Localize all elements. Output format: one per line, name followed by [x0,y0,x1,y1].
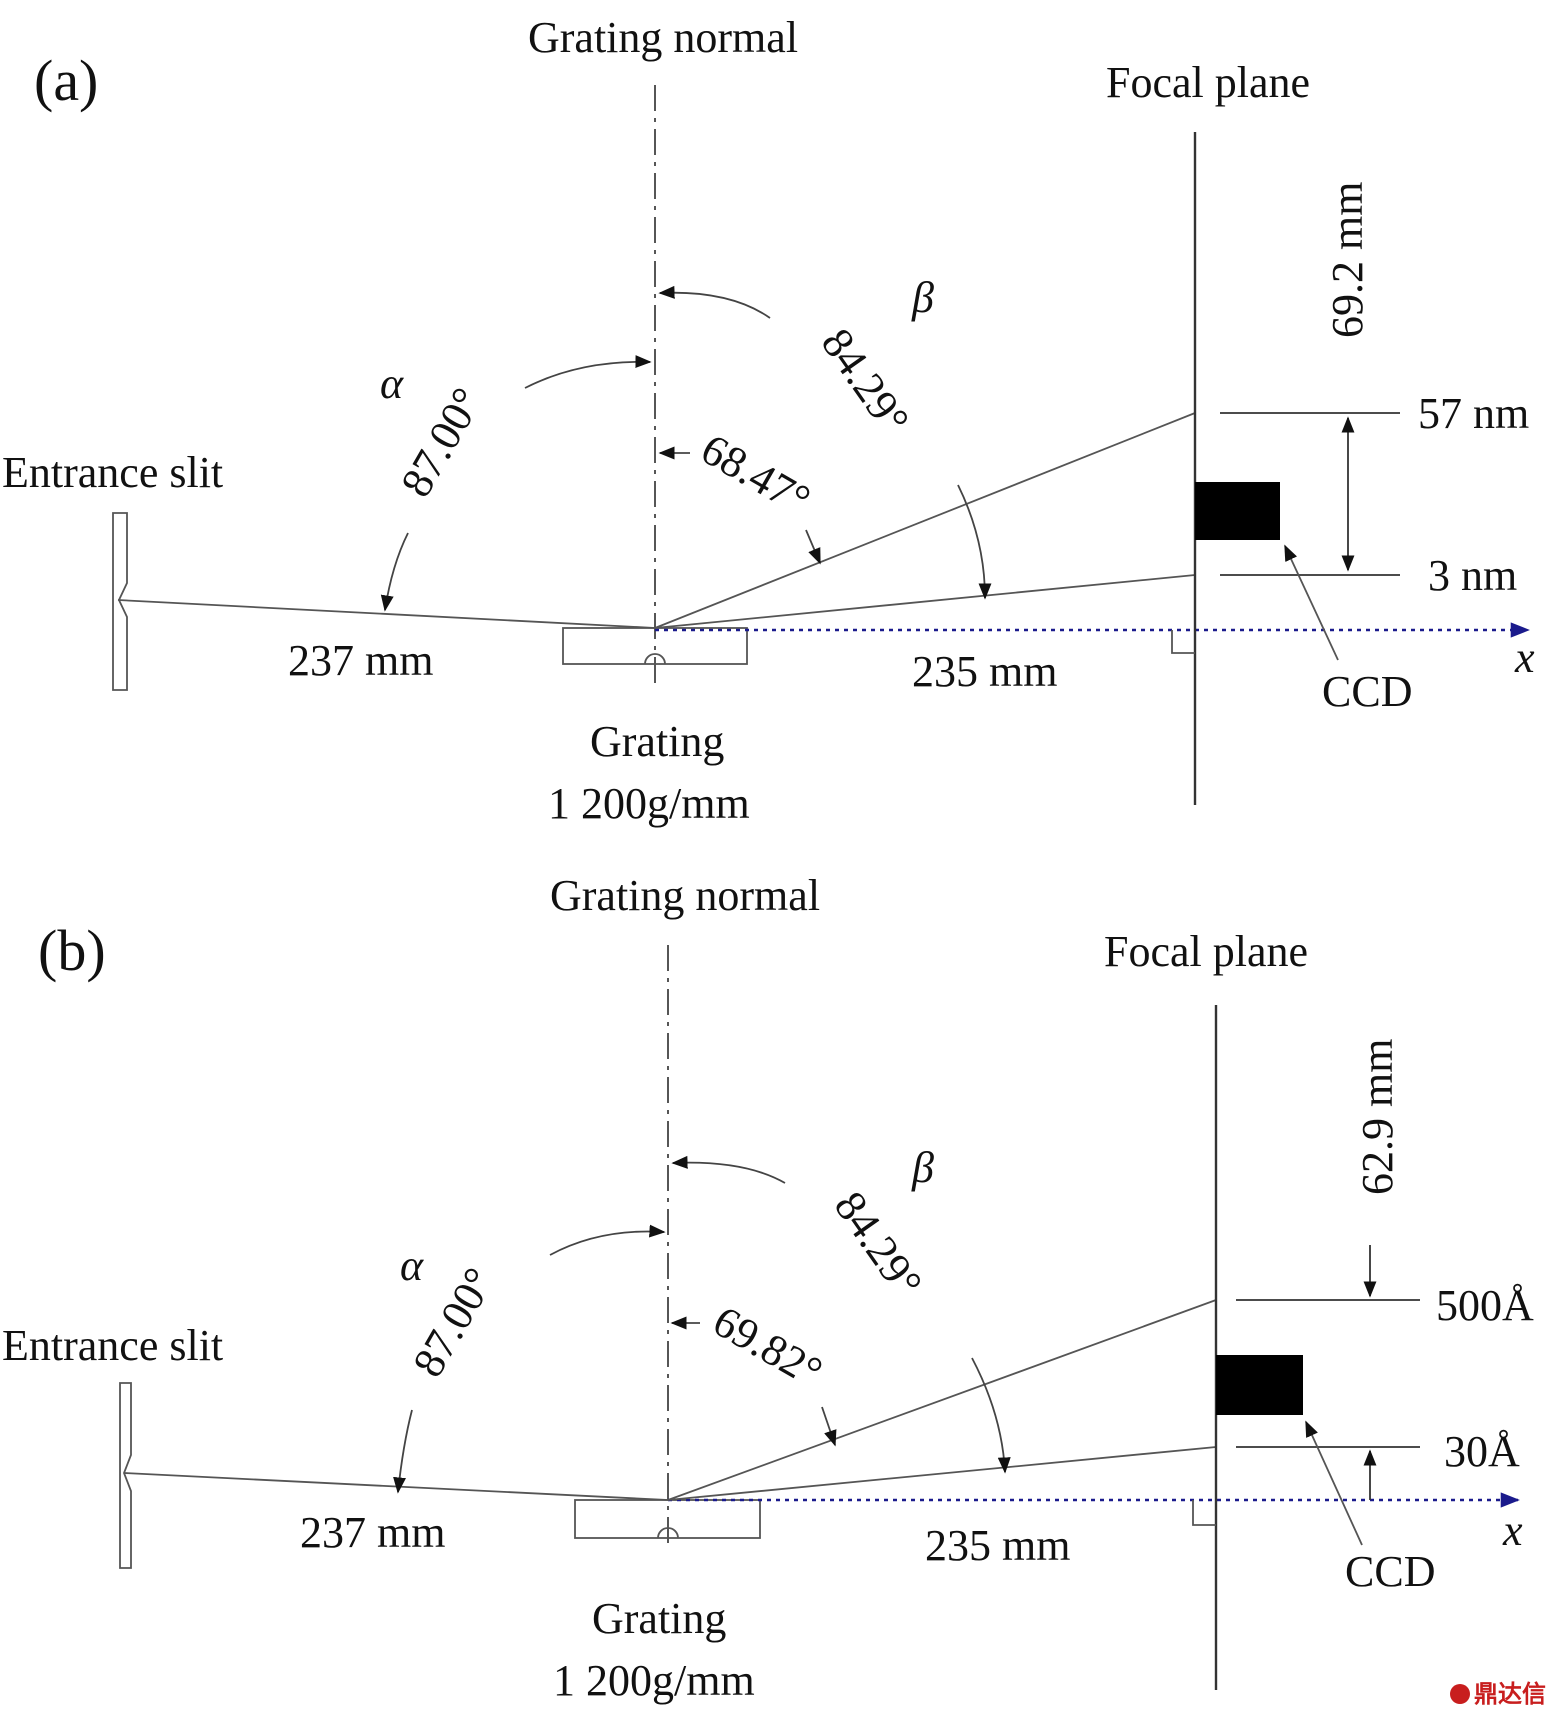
panel-b-ray-lower [667,1446,1217,1501]
panel-b: (b) Grating normal Focal plane Entrance … [2,871,1534,1705]
panel-a-alpha-arc [524,355,652,389]
panel-b-upper-wavelength: 500Å [1436,1281,1534,1330]
panel-a-ray-upper [654,412,1196,629]
panel-a-alpha-value: 87.00° [391,380,492,505]
panel-b-inner-angle-tick-lower [821,1406,837,1447]
panel-b-lower-wavelength: 30Å [1444,1427,1520,1476]
panel-a-incident-ray [117,599,656,629]
panel-a-grating-label: Grating [590,717,724,766]
panel-b-ccd-label: CCD [1345,1547,1435,1596]
panel-a-inner-angle-tick-lower [805,529,821,565]
panel-a-plane-height: 69.2 mm [1323,182,1372,338]
panel-b-grating [574,1499,761,1539]
panel-b-focal-plane-label: Focal plane [1104,927,1308,976]
panel-a-grating-normal-label: Grating normal [528,13,798,62]
panel-b-alpha-symbol: α [400,1241,424,1290]
panel-b-x-axis-label: x [1502,1506,1523,1555]
panel-b-label: (b) [38,918,106,983]
panel-b-beta-arc [671,1155,786,1184]
panel-a: (a) Grating normal Focal plane Entrance … [2,13,1535,828]
panel-b-arm-entrance: 237 mm [300,1508,445,1557]
panel-b-beta-arc-lower [971,1357,1011,1474]
panel-b-beta-value: 84.29° [825,1183,932,1307]
panel-a-beta-arc [658,285,771,319]
panel-a-x-axis-label: x [1514,633,1535,682]
panel-a-arm-entrance: 237 mm [288,636,433,685]
panel-b-right-angle-mark [1192,1500,1216,1526]
panel-b-incident-ray [123,1472,669,1501]
panel-b-grating-label: Grating [592,1594,726,1643]
watermark: 鼎达信 [1450,1680,1546,1708]
panel-b-grating-pivot [657,1527,679,1539]
panel-a-ccd-label: CCD [1322,667,1412,716]
panel-a-inner-angle: 68.47° [693,424,818,525]
panel-a-arm-exit: 235 mm [912,647,1057,696]
panel-a-beta-symbol: β [911,273,934,322]
panel-b-ccd-pointer [1305,1420,1363,1546]
panel-b-arm-exit: 235 mm [925,1521,1070,1570]
panel-a-grooves-label: 1 200g/mm [548,779,750,828]
panel-b-grooves-label: 1 200g/mm [553,1656,755,1705]
panel-a-grating-pivot [644,653,666,665]
panel-a-entrance-slit [112,512,128,691]
panel-a-ccd [1195,482,1280,540]
panel-a-focal-plane-label: Focal plane [1106,58,1310,107]
panel-a-right-angle-mark [1171,630,1195,654]
panel-b-ray-upper [667,1299,1217,1501]
panel-a-upper-wavelength: 57 nm [1418,389,1529,438]
panel-a-lower-wavelength: 3 nm [1428,551,1517,600]
panel-a-beta-arc-lower [957,484,992,600]
panel-b-alpha-arc-lower [393,1409,413,1494]
panel-a-alpha-arc-lower [380,532,409,612]
panel-b-alpha-arc [549,1224,666,1256]
panel-b-inner-angle: 69.82° [705,1296,830,1397]
panel-b-entrance-slit [119,1382,132,1569]
panel-b-beta-symbol: β [911,1143,934,1192]
panel-a-ray-lower [654,574,1196,629]
panel-b-grating-normal-label: Grating normal [550,871,820,920]
panel-a-alpha-symbol: α [380,359,404,408]
panel-b-plane-height: 62.9 mm [1353,1039,1402,1195]
panel-b-ccd [1216,1355,1303,1415]
panel-a-ccd-pointer [1284,544,1339,661]
watermark-text: 鼎达信 [1474,1680,1546,1708]
panel-a-label: (a) [34,48,98,113]
panel-a-beta-value: 84.29° [812,320,919,444]
panel-a-entrance-slit-label: Entrance slit [2,448,223,497]
panel-b-entrance-slit-label: Entrance slit [2,1321,223,1370]
watermark-icon [1450,1684,1470,1704]
